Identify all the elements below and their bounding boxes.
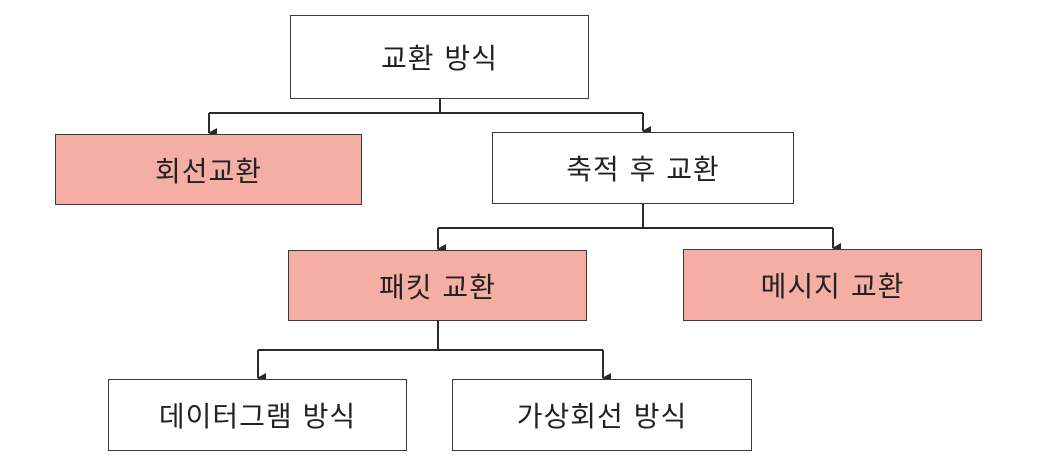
node-packet-switching: 패킷 교환 xyxy=(288,250,587,321)
node-store-and-forward: 축적 후 교환 xyxy=(492,132,794,204)
node-label: 회선교환 xyxy=(154,154,263,188)
node-message-switching: 메시지 교환 xyxy=(683,249,982,321)
node-label: 가상회선 방식 xyxy=(516,400,688,433)
node-label: 축적 후 교환 xyxy=(566,153,720,186)
node-circuit-switching: 회선교환 xyxy=(55,134,362,205)
node-virtual-circuit: 가상회선 방식 xyxy=(452,379,752,451)
node-label: 데이터그램 방식 xyxy=(158,400,357,433)
node-datagram: 데이터그램 방식 xyxy=(108,379,407,451)
node-label: 패킷 교환 xyxy=(379,270,496,304)
node-switching-methods: 교환 방식 xyxy=(290,15,589,99)
node-label: 메시지 교환 xyxy=(760,270,905,303)
node-label: 교환 방식 xyxy=(381,42,498,75)
